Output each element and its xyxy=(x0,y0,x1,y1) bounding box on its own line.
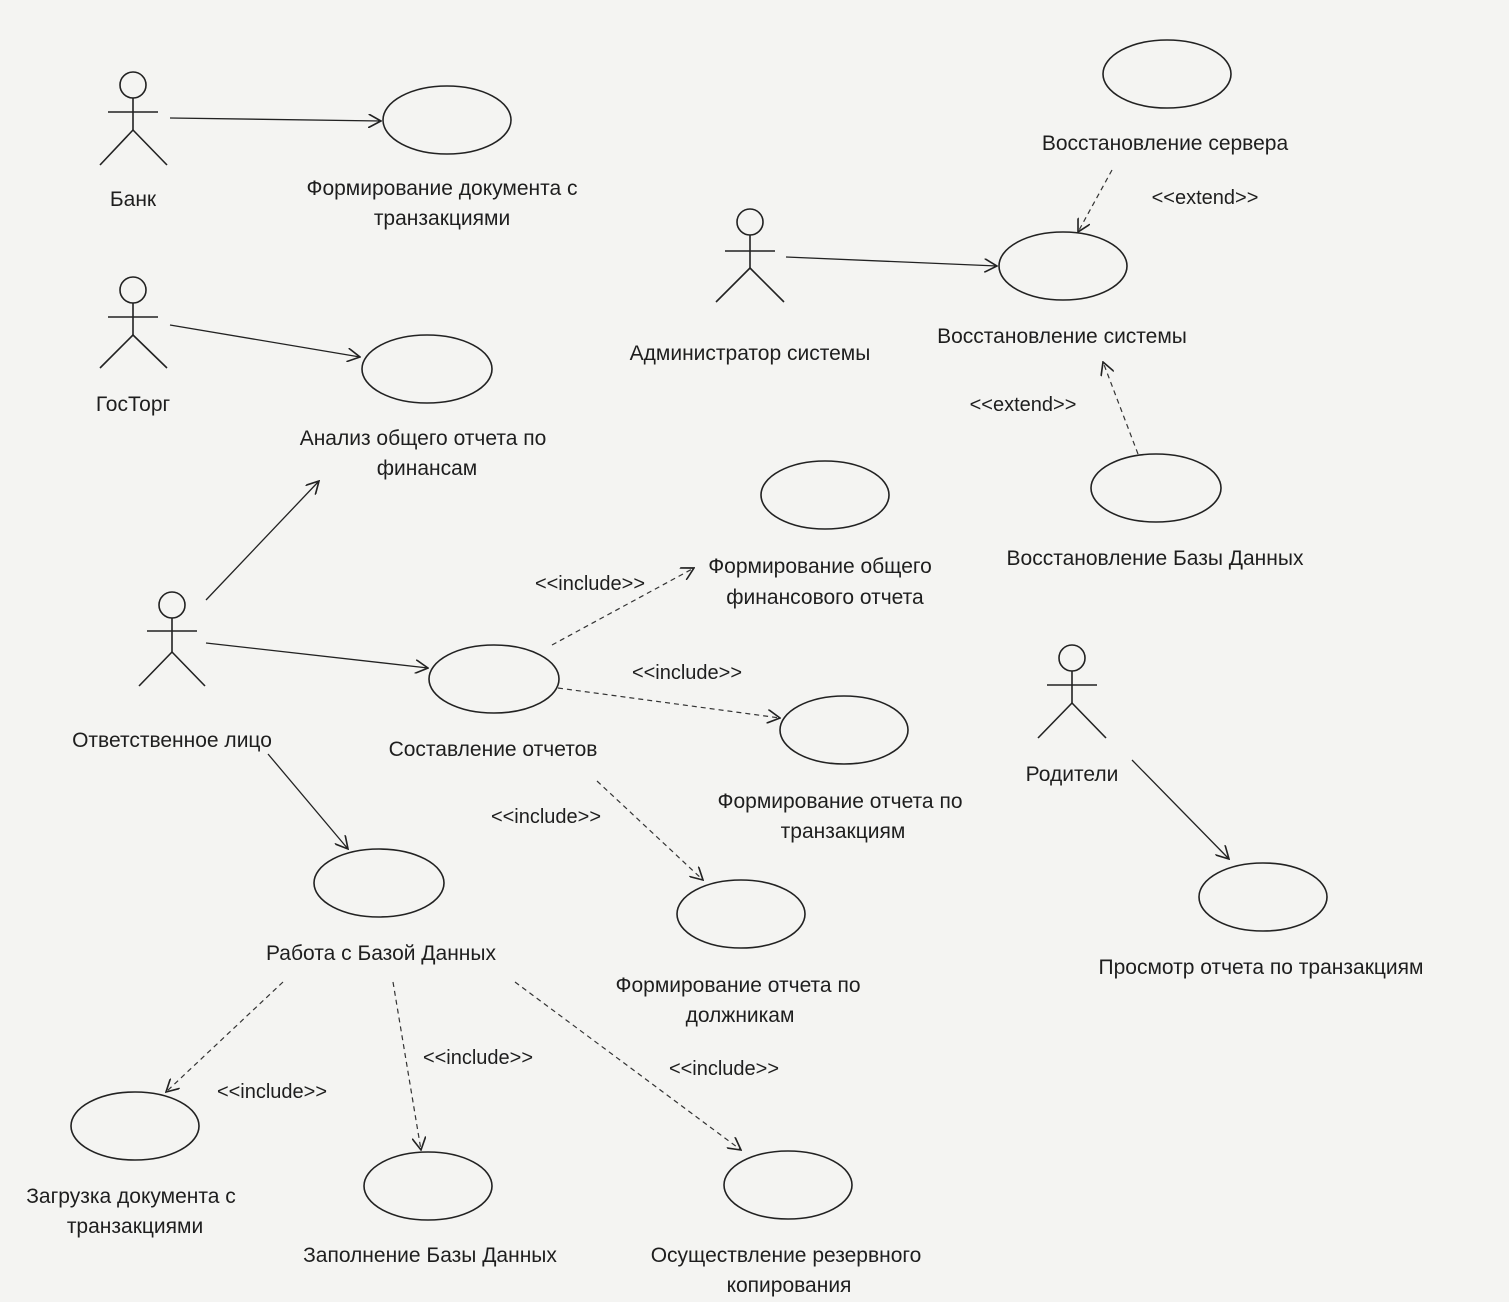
association-arrow-bank-form-doc xyxy=(169,118,381,121)
use-case-ellipse xyxy=(313,848,445,918)
include-label: <<include>> xyxy=(669,1058,779,1080)
use-case-label: Заполнение Базы Данных xyxy=(303,1244,557,1267)
actor-label: Банк xyxy=(110,188,157,211)
actor-label: Родители xyxy=(1026,763,1119,786)
use-case-label: должникам xyxy=(686,1004,795,1027)
use-case-label: транзакциями xyxy=(67,1215,203,1238)
use-case-ellipse xyxy=(363,1151,493,1221)
include-label: <<include>> xyxy=(535,573,645,595)
association-arrow-responsible-analysis xyxy=(205,481,319,601)
include-arrow-debtor-report xyxy=(596,780,703,880)
stick-figure-icon xyxy=(1037,644,1107,739)
use-case-label: финансам xyxy=(377,457,478,480)
association-arrow-parents-view-report xyxy=(1131,759,1229,859)
use-case-label: Составление отчетов xyxy=(389,738,598,761)
actor-responsible[interactable]: Ответственное лицо xyxy=(72,591,272,752)
actor-gostorg[interactable]: ГосТорг xyxy=(96,276,171,416)
association-arrow-admin-system-restore xyxy=(785,256,997,266)
use-case-label: транзакциями xyxy=(374,207,510,230)
association-arrow-gostorg-analysis xyxy=(169,324,360,357)
use-case-label: Формирование общего xyxy=(708,555,932,578)
use-case-general-report[interactable]: Формирование общего финансового отчета xyxy=(708,460,932,609)
include-label: <<include>> xyxy=(632,662,742,684)
use-case-label: Формирование отчета по xyxy=(718,790,963,813)
use-case-label: Восстановление сервера xyxy=(1042,132,1289,155)
actor-label: ГосТорг xyxy=(96,393,171,416)
use-case-trans-report[interactable]: Формирование отчета по транзакциям xyxy=(718,695,963,843)
use-case-analysis[interactable]: Анализ общего отчета по финансам xyxy=(300,334,547,480)
use-case-label: Просмотр отчета по транзакциям xyxy=(1099,956,1424,979)
extend-arrow-db-restore xyxy=(1103,362,1139,455)
actor-bank[interactable]: Банк xyxy=(99,71,168,211)
use-case-ellipse xyxy=(1090,453,1222,523)
stick-figure-icon xyxy=(138,591,206,687)
include-arrow-trans-report xyxy=(557,687,780,718)
use-case-ellipse xyxy=(723,1150,853,1220)
include-label: <<include>> xyxy=(217,1081,327,1103)
extend-arrow-server-restore xyxy=(1078,169,1113,232)
use-case-label: Формирование документа с xyxy=(306,177,577,200)
use-case-ellipse xyxy=(760,460,890,530)
use-case-load-doc[interactable]: Загрузка документа с транзакциями xyxy=(26,1091,236,1238)
include-arrow-backup xyxy=(514,981,741,1150)
actor-label: Ответственное лицо xyxy=(72,729,272,752)
use-case-view-report[interactable]: Просмотр отчета по транзакциям xyxy=(1099,862,1424,979)
use-case-ellipse xyxy=(428,644,560,714)
use-case-ellipse xyxy=(70,1091,200,1161)
use-case-ellipse xyxy=(1198,862,1328,932)
actor-admin[interactable]: Администратор системы xyxy=(630,208,871,365)
use-case-label: копирования xyxy=(727,1274,852,1297)
use-case-label: Осуществление резервного xyxy=(651,1244,922,1267)
use-case-label: Анализ общего отчета по xyxy=(300,427,547,450)
use-case-label: Восстановление Базы Данных xyxy=(1007,547,1304,570)
use-case-ellipse xyxy=(1102,39,1232,109)
use-case-ellipse xyxy=(998,231,1128,301)
include-arrow-fill-db xyxy=(392,981,421,1150)
extend-label: <<extend>> xyxy=(970,394,1077,416)
extend-label: <<extend>> xyxy=(1152,187,1259,209)
association-arrow-responsible-reports xyxy=(205,642,428,668)
use-case-ellipse xyxy=(382,85,512,155)
include-label: <<include>> xyxy=(423,1047,533,1069)
use-case-ellipse xyxy=(779,695,909,765)
actor-label: Администратор системы xyxy=(630,342,871,365)
association-arrow-responsible-db-work xyxy=(267,753,348,849)
actor-parents[interactable]: Родители xyxy=(1026,644,1119,786)
use-case-reports[interactable]: Составление отчетов xyxy=(389,644,598,761)
use-case-system-restore[interactable]: Восстановление системы xyxy=(937,231,1187,348)
stick-figure-icon xyxy=(99,71,168,166)
use-case-label: транзакциям xyxy=(781,820,906,843)
include-label: <<include>> xyxy=(491,806,601,828)
use-case-db-restore[interactable]: Восстановление Базы Данных xyxy=(1007,453,1304,570)
use-case-label: Работа с Базой Данных xyxy=(266,942,497,965)
use-case-db-work[interactable]: Работа с Базой Данных xyxy=(266,848,497,965)
use-case-server-restore[interactable]: Восстановление сервера xyxy=(1042,39,1289,155)
use-case-form-doc[interactable]: Формирование документа с транзакциями xyxy=(306,85,578,230)
use-case-label: Формирование отчета по xyxy=(616,974,861,997)
use-case-label: Восстановление системы xyxy=(937,325,1187,348)
use-case-backup[interactable]: Осуществление резервного копирования xyxy=(651,1150,922,1297)
use-case-fill-db[interactable]: Заполнение Базы Данных xyxy=(303,1151,557,1267)
stick-figure-icon xyxy=(715,208,785,303)
use-case-ellipse xyxy=(676,879,806,949)
stick-figure-icon xyxy=(99,276,168,369)
use-case-label: Загрузка документа с xyxy=(26,1185,236,1208)
use-case-ellipse xyxy=(361,334,493,404)
include-arrow-load-doc xyxy=(166,981,284,1092)
use-case-label: финансового отчета xyxy=(726,586,924,609)
use-case-debtor-report[interactable]: Формирование отчета по должникам xyxy=(616,879,861,1027)
